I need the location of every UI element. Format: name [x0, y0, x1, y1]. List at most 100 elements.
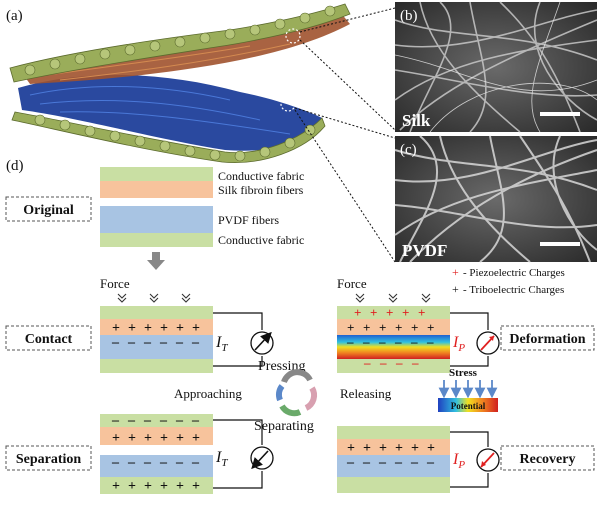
contact-charges: + + + + + + – – – – – – [111, 321, 200, 350]
potential-label: Potential [451, 401, 486, 411]
tribo-charge: + [427, 320, 434, 335]
state-contact: Contact [25, 332, 73, 347]
charge-plus: + [411, 441, 419, 456]
charge-plus: + [176, 321, 184, 336]
piezo-charge: + [386, 305, 393, 320]
charge-plus: + [144, 321, 152, 336]
panel-c-label: (c) [400, 142, 417, 158]
charge-plus: + [144, 479, 152, 494]
deformation-circuit [450, 312, 500, 367]
potential-bar [438, 398, 498, 412]
sem-silk-label: Silk [402, 111, 431, 130]
piezo-charge: – [395, 355, 403, 370]
contact-circuit [213, 312, 274, 367]
tribo-charge: + [363, 320, 370, 335]
legend-pvdf-fibers: PVDF fibers [218, 213, 279, 227]
force-label-left: Force [100, 276, 130, 291]
separating-label: Separating [254, 419, 314, 434]
charge-minus: – [127, 335, 136, 350]
charge-minus: – [378, 455, 387, 470]
tribo-charge: + [411, 320, 418, 335]
state-recovery: Recovery [520, 452, 576, 467]
charge-minus: – [127, 455, 136, 470]
piezo-plus-marker: + [452, 265, 459, 279]
tribo-charge: + [379, 320, 386, 335]
charge-minus: – [394, 455, 403, 470]
current-it-label: IT [215, 449, 228, 469]
tribo-charge: – [378, 334, 386, 349]
original-label-box [5, 196, 92, 222]
recovery-circuit [450, 431, 500, 488]
charge-plus: + [379, 441, 387, 456]
state-separation: Separation [16, 452, 82, 467]
force-label-right: Force [337, 276, 367, 291]
fabric-illustration [9, 3, 396, 263]
charge-plus: + [112, 479, 120, 494]
charge-minus: – [175, 455, 184, 470]
panel-b-label: (b) [400, 8, 418, 24]
charge-plus: + [192, 479, 200, 494]
legend-conductive-bottom: Conductive fabric [218, 233, 304, 247]
charge-minus: – [175, 413, 184, 428]
tribo-charge: – [362, 334, 370, 349]
legend-conductive-top: Conductive fabric [218, 169, 304, 183]
charge-minus: – [346, 455, 355, 470]
deformation-stack [337, 306, 450, 373]
charge-minus: – [191, 335, 200, 350]
deformation-label-box [500, 325, 595, 351]
original-stack [100, 167, 213, 247]
recovery-label-box [500, 445, 595, 471]
sem-image-silk [394, 1, 598, 133]
charge-minus: – [143, 413, 152, 428]
charge-minus: – [159, 335, 168, 350]
charge-minus: – [111, 335, 120, 350]
legend-silk-fibers: Silk fibroin fibers [218, 183, 304, 197]
charge-minus: – [362, 455, 371, 470]
charge-minus: – [175, 335, 184, 350]
charge-plus: + [192, 321, 200, 336]
state-original: Original [23, 203, 74, 218]
charge-plus: + [112, 321, 120, 336]
charge-plus: + [128, 479, 136, 494]
charge-plus: + [395, 441, 403, 456]
approaching-label: Approaching [174, 386, 242, 401]
charge-plus: + [144, 431, 152, 446]
state-deformation: Deformation [509, 332, 585, 347]
charge-plus: + [176, 431, 184, 446]
charge-plus: + [427, 441, 435, 456]
separation-circuit [213, 419, 274, 489]
separation-charges: – – – – – – + + + + + + – – – – – – + + … [111, 413, 200, 494]
tribo-charge: – [346, 334, 354, 349]
charge-plus: + [160, 431, 168, 446]
piezo-charge: + [370, 305, 377, 320]
force-chevrons-left [117, 293, 191, 303]
current-ip-label: IP [452, 451, 465, 471]
charge-minus: – [159, 413, 168, 428]
panel-d-label: (d) [6, 158, 24, 174]
charge-plus: + [347, 441, 355, 456]
deformation-charges: + + + + + + + + + + + – – – – – – – – – … [346, 305, 434, 370]
charge-plus: + [160, 321, 168, 336]
down-arrow [147, 252, 165, 270]
charge-minus: – [191, 455, 200, 470]
charge-minus: – [426, 455, 435, 470]
panel-a-label: (a) [6, 8, 23, 24]
tribo-plus-marker: + [452, 282, 459, 296]
charge-minus: – [191, 413, 200, 428]
charge-plus: + [112, 431, 120, 446]
piezo-charge: – [411, 355, 419, 370]
charge-plus: + [128, 431, 136, 446]
piezo-charge: + [402, 305, 409, 320]
tribo-charge: – [410, 334, 418, 349]
sem-image-pvdf [394, 135, 598, 263]
legend-tribo: - Triboelectric Charges [463, 284, 564, 296]
charge-minus: – [159, 455, 168, 470]
charge-plus: + [192, 431, 200, 446]
charge-plus: + [363, 441, 371, 456]
cycle-arrows [275, 369, 318, 417]
piezo-charge: + [354, 305, 361, 320]
charge-minus: – [127, 413, 136, 428]
current-ip-label: IP [452, 334, 465, 354]
force-chevrons-right [355, 293, 431, 303]
